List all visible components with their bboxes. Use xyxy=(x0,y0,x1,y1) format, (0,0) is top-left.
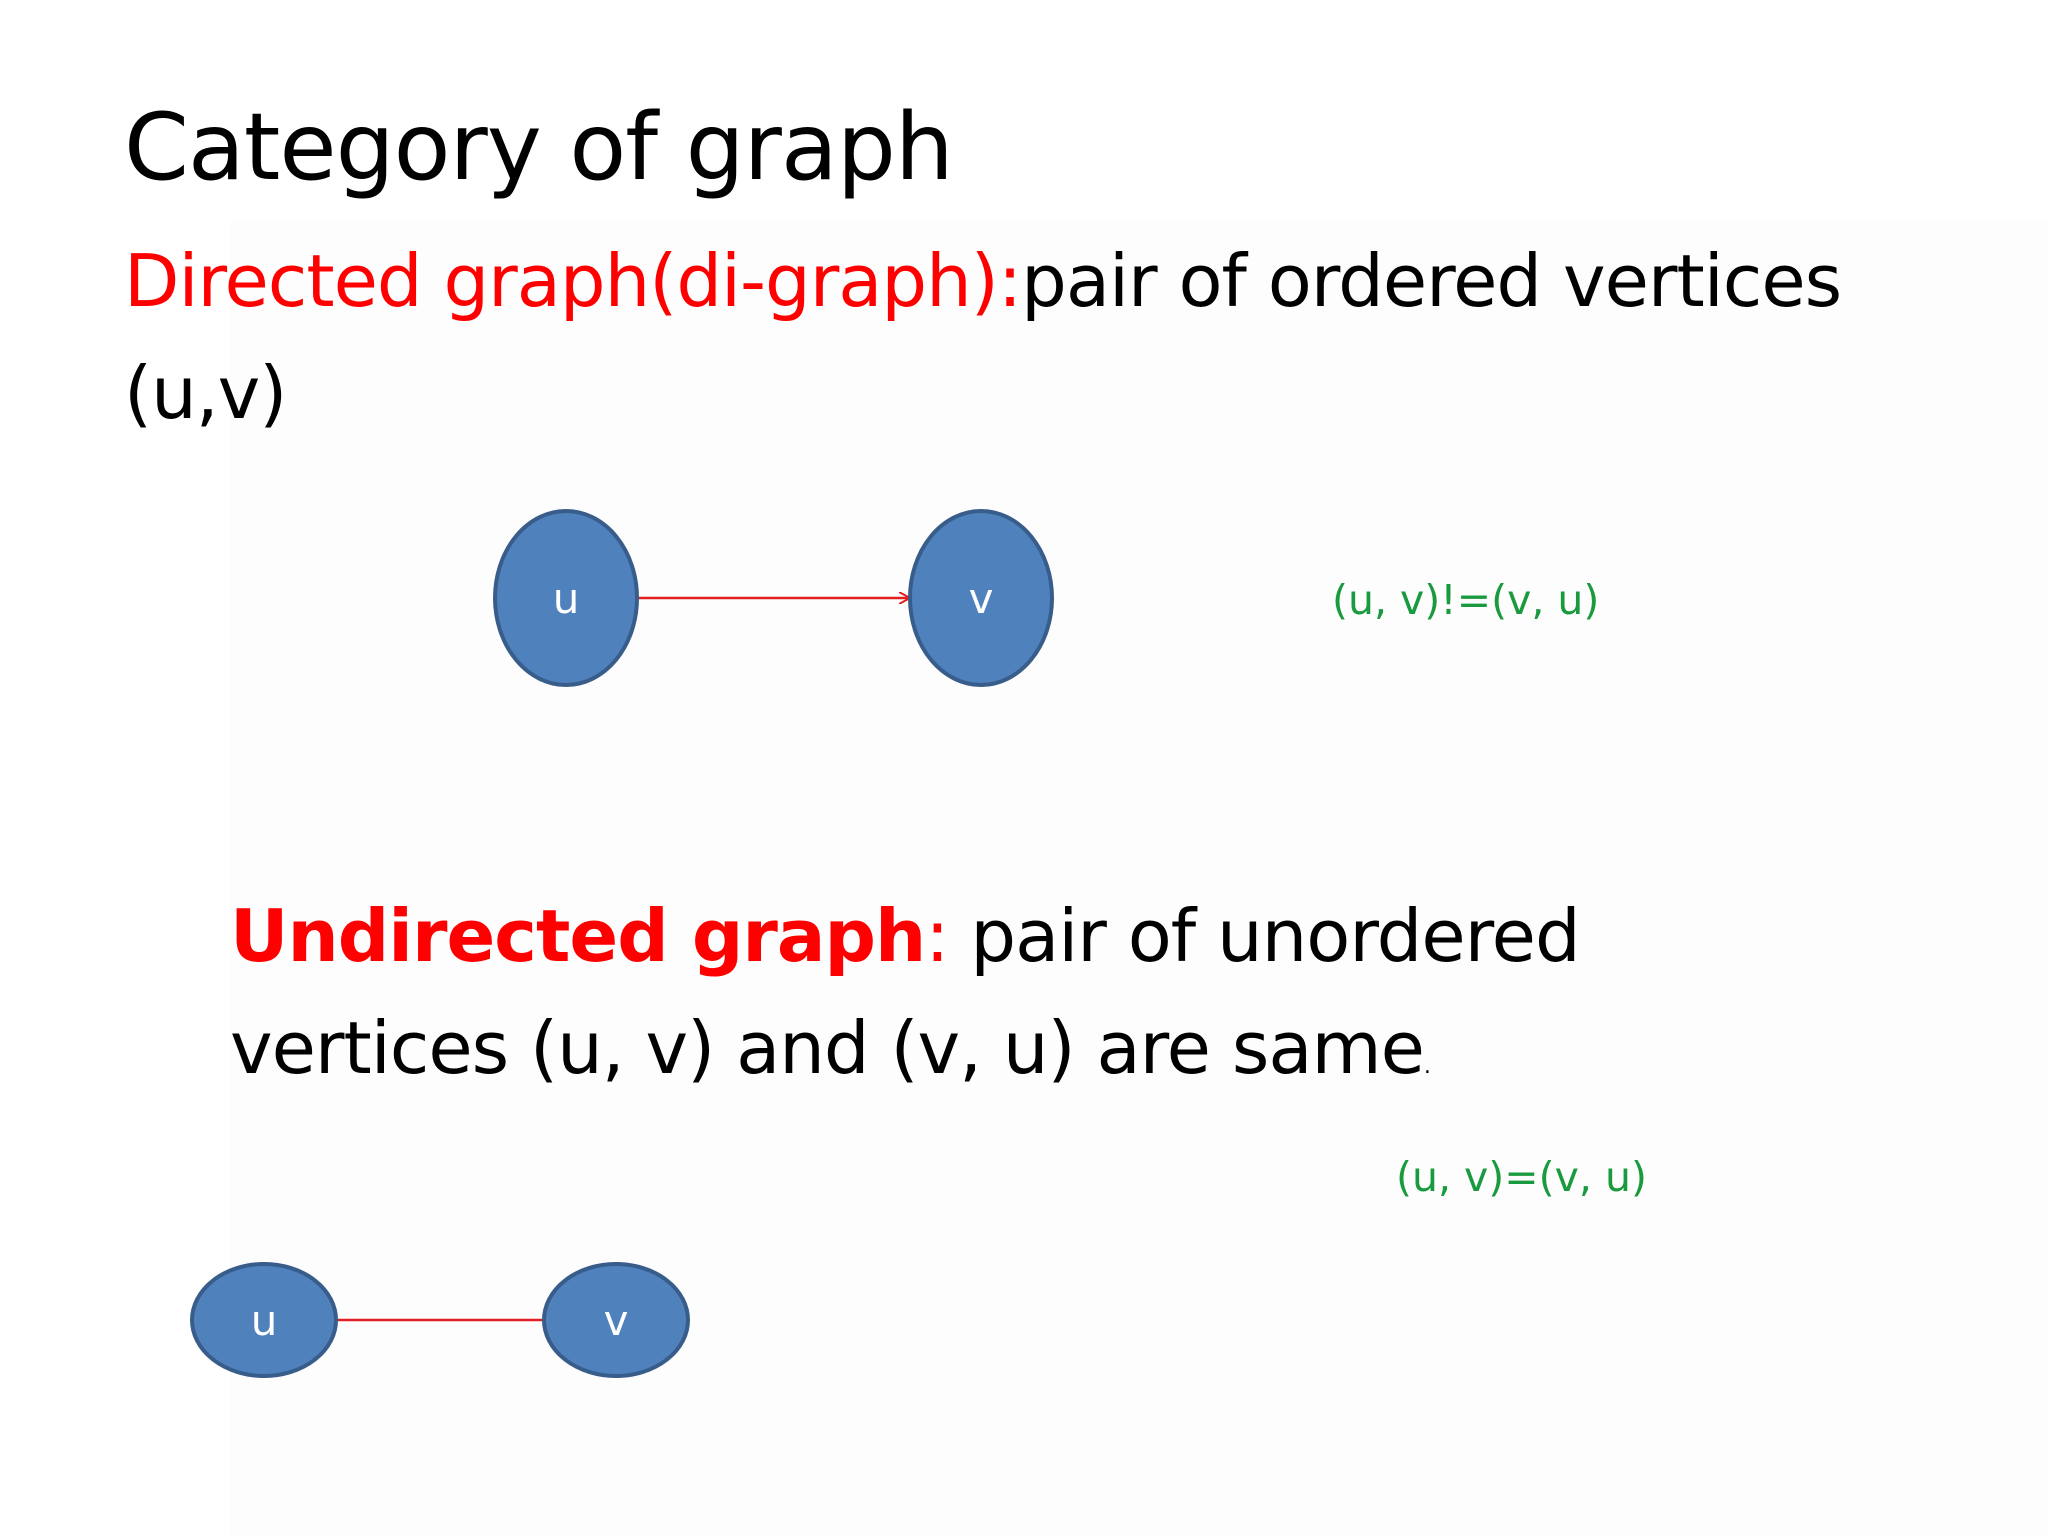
directed-node-v-label: v xyxy=(969,574,994,623)
directed-node-u-label: u xyxy=(553,574,580,623)
directed-pair: (u,v) xyxy=(124,351,287,435)
directed-term: Directed graph(di-graph): xyxy=(124,239,1022,323)
undirected-definition-line1: pair of unordered xyxy=(948,894,1580,978)
undirected-graph: u v xyxy=(190,1262,690,1378)
undirected-note: (u, v)=(v, u) xyxy=(1396,1153,1647,1201)
undirected-node-v-label: v xyxy=(604,1296,629,1345)
directed-graph: u v xyxy=(493,509,1054,687)
directed-node-v: v xyxy=(908,509,1054,687)
slide-title: Category of graph xyxy=(124,93,954,201)
undirected-term: Undirected graph xyxy=(230,894,926,978)
directed-definition-text: pair of ordered vertices xyxy=(1021,239,1842,323)
undirected-definition-line2: vertices (u, v) and (v, u) are same xyxy=(230,1006,1425,1090)
slide-background xyxy=(230,220,2048,1536)
undirected-node-u-label: u xyxy=(251,1296,278,1345)
directed-node-u: u xyxy=(493,509,639,687)
undirected-node-v: v xyxy=(542,1262,690,1378)
undirected-definition: Undirected graph: pair of unordered vert… xyxy=(230,880,1581,1123)
undirected-node-u: u xyxy=(190,1262,338,1378)
directed-definition: Directed graph(di-graph):pair of ordered… xyxy=(124,225,1842,449)
undirected-period: . xyxy=(1423,1054,1431,1079)
directed-note: (u, v)!=(v, u) xyxy=(1332,576,1600,624)
undirected-colon: : xyxy=(925,894,949,978)
